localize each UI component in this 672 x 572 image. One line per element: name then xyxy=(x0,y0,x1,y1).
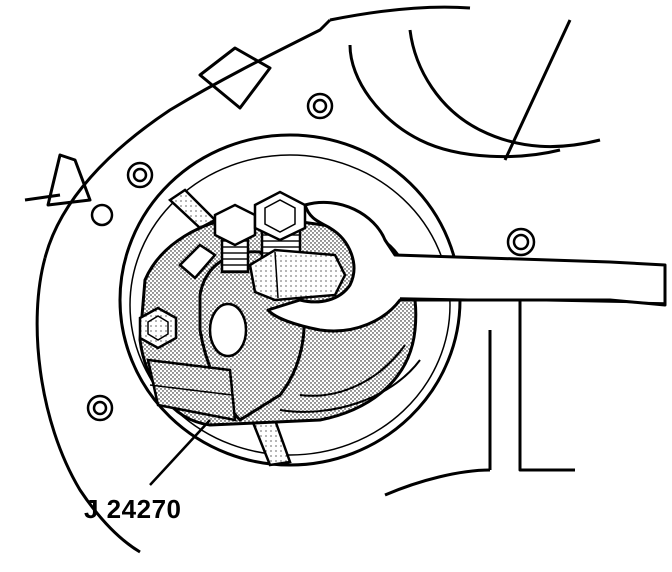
bolt-hole-1 xyxy=(306,92,334,120)
bolt-hole-2 xyxy=(126,161,154,189)
bolt-right xyxy=(253,190,307,272)
small-hex-bolt xyxy=(138,306,178,350)
bolt-left xyxy=(213,203,257,274)
bolt-hole-3 xyxy=(90,203,114,227)
callout-label-j-24270: J 24270 xyxy=(84,494,182,524)
hex-nut xyxy=(248,248,347,302)
bolt-holes xyxy=(86,92,536,422)
bolt-hole-5 xyxy=(506,227,536,257)
callout-leader xyxy=(149,419,211,486)
wrench xyxy=(266,200,667,333)
engine-block xyxy=(24,5,601,554)
bolt-hole-4 xyxy=(86,394,114,422)
